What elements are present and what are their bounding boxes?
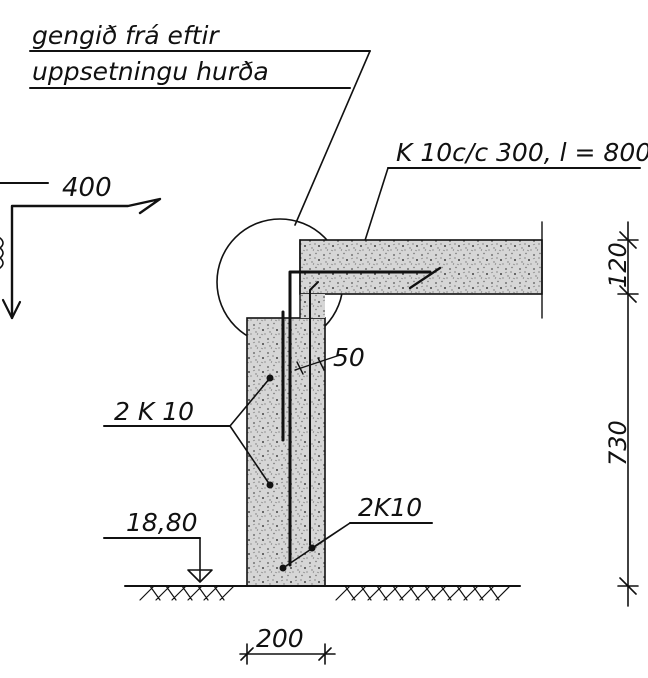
elevation-triangle — [187, 569, 213, 583]
cut-mark-glyph — [0, 237, 4, 269]
dim-400-label: 400 — [62, 173, 112, 203]
cover-ticks — [296, 357, 325, 375]
rebar-note-left: 2 K 10 — [114, 397, 194, 426]
rebar-note-bottom: 2K10 — [358, 493, 422, 522]
concrete-slab — [299, 239, 543, 295]
section-cut-arrow-head — [1, 298, 22, 320]
elevation-label: 18,80 — [126, 508, 198, 537]
detail-note-line1: gengið frá eftir — [32, 21, 220, 50]
cover-label: 50 — [333, 343, 365, 372]
rebar-note-top: K 10c/c 300, l = 800 — [396, 138, 648, 167]
wall-width-label: 200 — [256, 624, 304, 653]
section-cut-arrow — [10, 197, 162, 320]
ground-hatch — [139, 585, 511, 601]
rebar-top-hook — [408, 266, 442, 290]
vertical-dim-ticks — [617, 231, 639, 595]
slab-thickness-label: 120 — [604, 242, 632, 288]
cover-dim-line — [294, 354, 341, 371]
rebar-l-bar-inner — [309, 281, 319, 546]
wall-height-label: 730 — [604, 420, 632, 466]
concrete-corner — [300, 294, 325, 318]
concrete-wall — [246, 317, 326, 587]
detail-note-line2: uppsetningu hurða — [32, 57, 269, 86]
rebar-note-bottom-leaders — [282, 522, 351, 569]
rebar-note-left-leaders — [229, 377, 271, 486]
wall-width-ticks — [240, 643, 332, 665]
detail-leader — [294, 50, 371, 226]
rebar-l-bar — [288, 270, 432, 567]
